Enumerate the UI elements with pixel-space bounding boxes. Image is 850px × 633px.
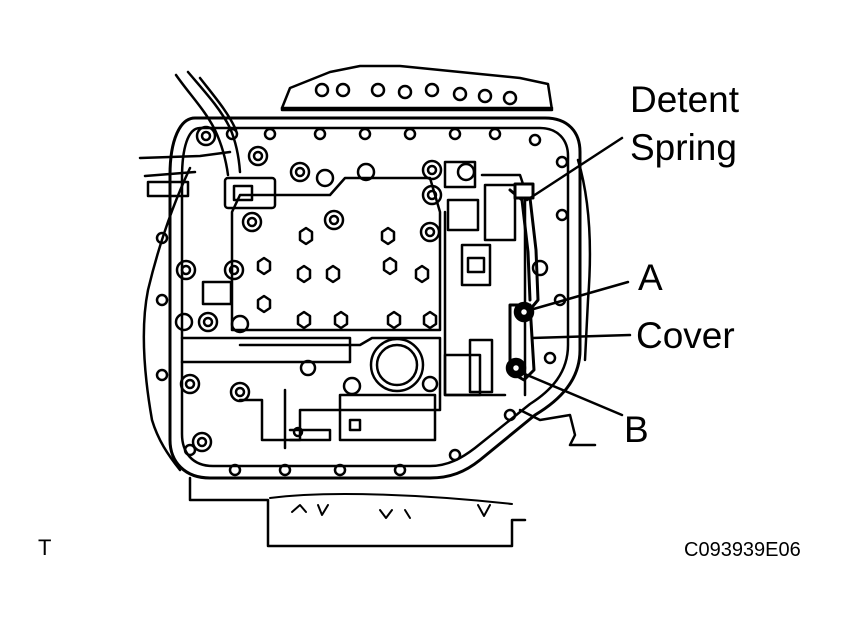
- label-cover: Cover: [636, 315, 735, 356]
- solenoid-connector: [201, 176, 277, 306]
- label-detent-spring-line2: Spring: [630, 127, 737, 168]
- leader-b: [518, 370, 624, 417]
- valve-body-bolts: [174, 125, 549, 453]
- bolt-a: [513, 301, 535, 323]
- leader-lines: [518, 136, 632, 417]
- label-detent-spring-line1: Detent: [630, 79, 740, 120]
- leader-a: [528, 280, 630, 312]
- label-a: A: [638, 257, 663, 298]
- plate-bolts: [256, 226, 438, 330]
- case-bottom-detail: [269, 493, 513, 519]
- leader-detent-spring: [525, 136, 624, 202]
- oil-pan-outline: [155, 116, 582, 480]
- lower-valve-body: [180, 336, 442, 450]
- detent-spring: [508, 182, 540, 314]
- corner-mark: T: [38, 535, 52, 560]
- upper-block: [280, 64, 554, 112]
- transmission-case-left: [142, 158, 597, 548]
- valve-body-plate: [230, 176, 442, 332]
- leader-cover: [530, 333, 632, 340]
- label-b: B: [624, 409, 649, 450]
- figure-code: C093939E06: [684, 539, 801, 561]
